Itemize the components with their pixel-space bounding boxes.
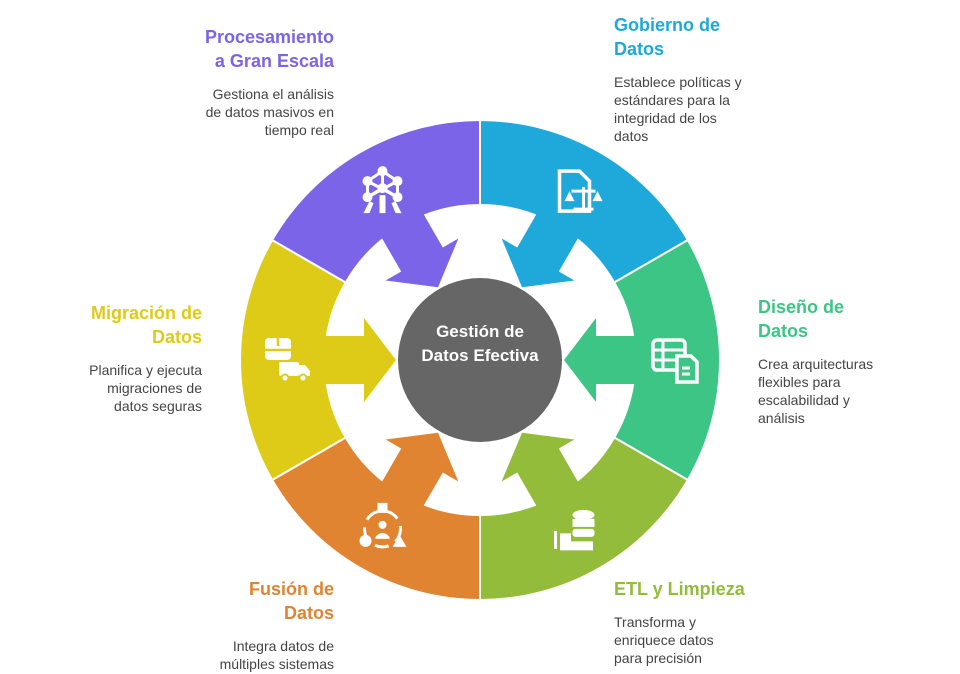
arrow-migracion	[320, 318, 396, 402]
arrow-gobierno	[501, 209, 581, 288]
arrow-fusion	[379, 432, 459, 511]
arrow-procesamiento	[379, 209, 459, 288]
table-document-icon	[651, 338, 699, 384]
shapes-person-icon	[359, 502, 407, 549]
center-line-1: Gestión de	[436, 322, 524, 341]
box-truck-icon	[265, 338, 310, 383]
arrow-diseno	[564, 318, 640, 402]
segment-procesamiento	[270, 118, 481, 288]
segment-migracion	[239, 238, 396, 482]
segment-fusion	[270, 432, 481, 602]
arrow-etl	[501, 432, 581, 511]
segment-etl	[479, 432, 690, 602]
segment-diseno	[564, 238, 721, 482]
center-line-2: Datos Efectiva	[421, 346, 539, 365]
document-scale-icon	[557, 169, 603, 213]
segment-arc	[270, 118, 481, 284]
atomium-icon	[362, 166, 403, 214]
title: ETL y Limpieza	[614, 579, 745, 599]
segment-gobierno	[479, 118, 690, 288]
database-hand-icon	[554, 509, 595, 551]
center-circle	[398, 278, 562, 442]
center-label: Gestión de Datos Efectiva	[398, 320, 562, 368]
